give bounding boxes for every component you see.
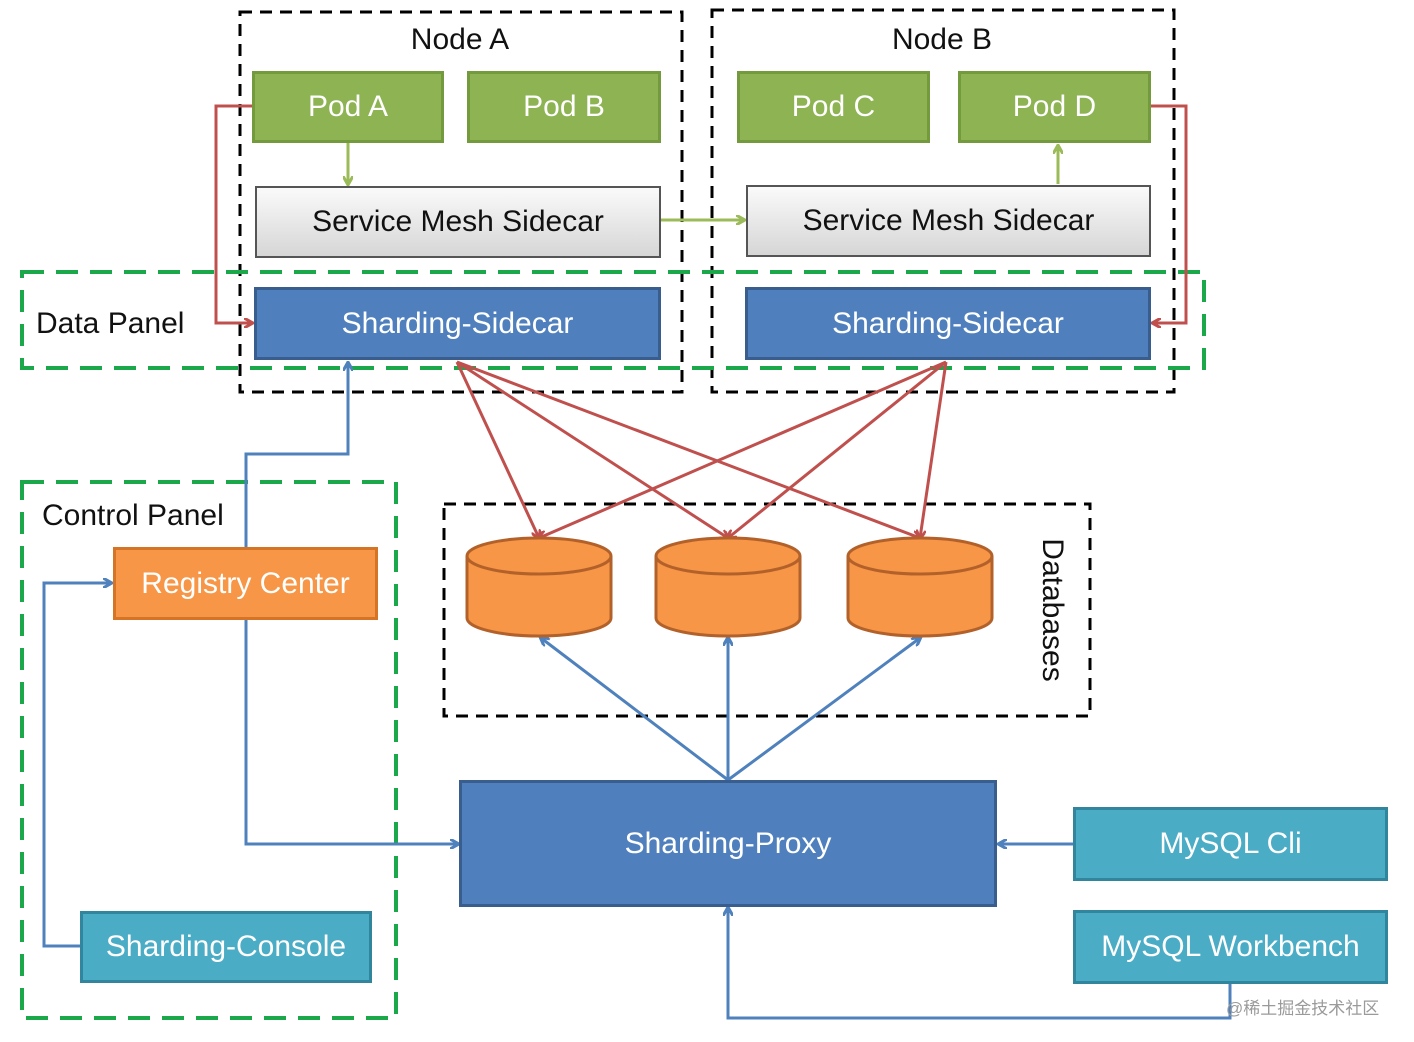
console-to-registry-edge [42,583,111,948]
sidecar-a-to-db-2-edge [456,360,728,538]
proxy-to-db-edges [541,638,920,782]
databases-label: Databases [1036,538,1069,682]
sidecar-a-to-db-3-edge [456,360,920,538]
sharding-proxy: Sharding-Proxy [459,780,997,907]
sharding-sidecar-b: Sharding-Sidecar [745,287,1151,360]
service-mesh-sidecar-a: Service Mesh Sidecar [255,186,661,258]
proxy-to-db-3-edge [727,638,920,782]
pod-a: Pod A [252,71,444,143]
pod-b: Pod B [467,71,661,143]
node-a-boundary [238,10,684,394]
sidecar-a-to-db-1-edge [455,361,539,538]
registry-to-sidecar-edge [244,363,348,548]
node-b-title: Node B [891,23,993,56]
sidecar-b-to-db-1-edge [539,360,947,538]
control-panel-boundary [20,480,398,1020]
pod-d: Pod D [958,71,1151,143]
database-cylinder [846,536,994,638]
sharding-console: Sharding-Console [80,911,372,983]
service-mesh-sidecar-b: Service Mesh Sidecar [746,185,1151,257]
databases-boundary [442,502,1092,718]
mysql-workbench: MySQL Workbench [1073,910,1388,984]
sidecar-b-to-db-2-edge [728,360,947,538]
watermark: @稀土掘金技术社区 [1226,999,1380,1018]
data-panel-boundary [20,270,1206,370]
sidecar-b-to-db-3-edge [920,361,948,538]
node-b-boundary [710,8,1176,394]
database-cylinder [465,536,613,638]
mysql-cli: MySQL Cli [1073,807,1388,881]
sidecar-to-db-edges [455,360,948,538]
registry-to-proxy-edge [244,619,458,844]
pod-d-to-sharding-sidecar-edge [1151,104,1188,323]
proxy-to-db-1-edge [541,638,729,782]
workbench-to-proxy-edge [728,908,1232,1020]
control-panel-label: Control Panel [42,499,224,532]
data-panel-label: Data Panel [36,307,185,340]
node-a-title: Node A [410,23,510,56]
sharding-sidecar-a: Sharding-Sidecar [254,287,661,360]
pod-a-to-sharding-sidecar-edge [214,104,252,323]
registry-center: Registry Center [113,547,378,620]
database-cylinder [654,536,802,638]
pod-c: Pod C [737,71,930,143]
